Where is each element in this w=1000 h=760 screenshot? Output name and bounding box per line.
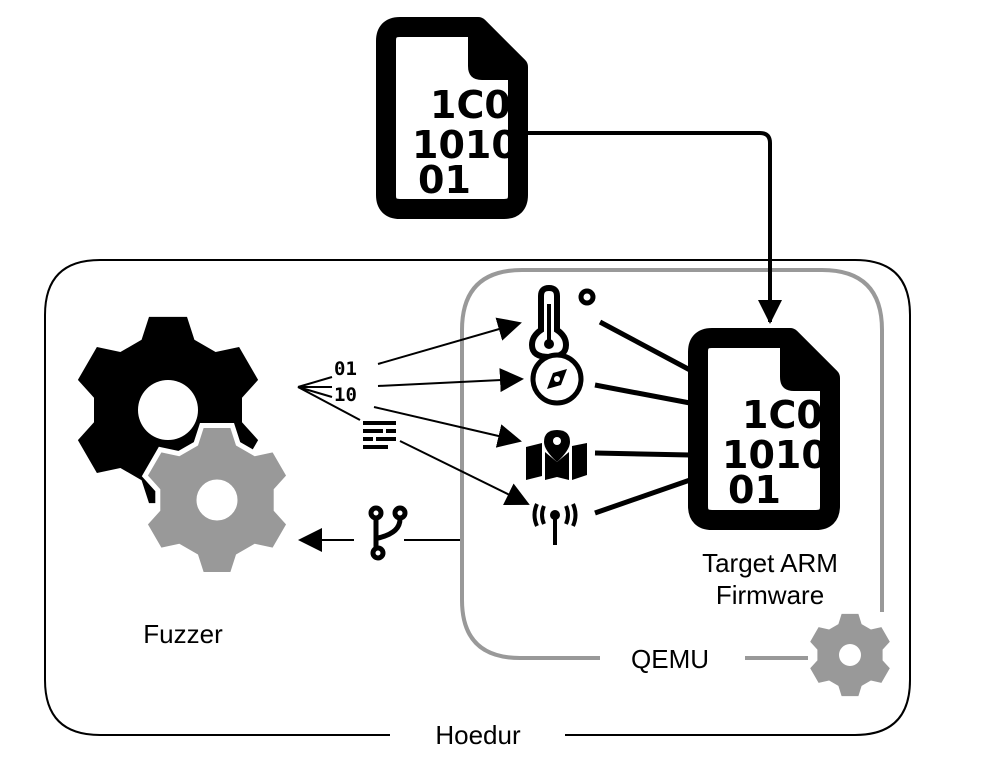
hoedur-label: Hoedur (435, 720, 521, 750)
link-thermometer-firmware (598, 319, 692, 373)
arrow-to-compass (377, 368, 524, 393)
input-fan-lines (297, 376, 361, 421)
fuzzer-label: Fuzzer (143, 619, 223, 649)
arrow-to-map (373, 406, 522, 448)
fuzzer-gear-gray-icon (141, 423, 293, 577)
file-bits-line-1: 1C0 (430, 83, 511, 127)
target-bits-line-3: 01 (728, 468, 781, 512)
file-bits-line-3: 01 (418, 158, 471, 202)
target-label-line-2: Firmware (716, 580, 824, 610)
thermometer-icon (528, 284, 596, 361)
text-lines-icon (363, 421, 396, 449)
qemu-gear-icon (810, 613, 890, 697)
arrow-to-thermometer (377, 317, 522, 365)
hoedur-box (44, 259, 911, 736)
branch-icon (368, 505, 408, 561)
link-antenna-firmware (594, 477, 691, 516)
antenna-icon (532, 503, 578, 545)
link-compass-firmware (594, 382, 691, 406)
arrow-to-antenna (399, 440, 530, 506)
qemu-label: QEMU (631, 644, 709, 674)
firmware-file-icon: 1C0 1010 01 (376, 17, 528, 219)
target-firmware-icon: 1C0 1010 01 (688, 328, 840, 530)
target-bits-line-2: 1010 (722, 433, 828, 477)
file-bits-line-2: 1010 (412, 123, 518, 167)
link-map-firmware (594, 450, 691, 458)
input-bits-line-1: 01 (334, 358, 357, 380)
load-arrow (528, 131, 782, 324)
target-bits-line-1: 1C0 (742, 393, 823, 437)
target-label-line-1: Target ARM (702, 548, 838, 578)
compass-icon (530, 352, 584, 406)
input-bits-line-2: 10 (334, 384, 357, 406)
qemu-box (460, 268, 884, 660)
map-pin-icon (526, 430, 587, 480)
